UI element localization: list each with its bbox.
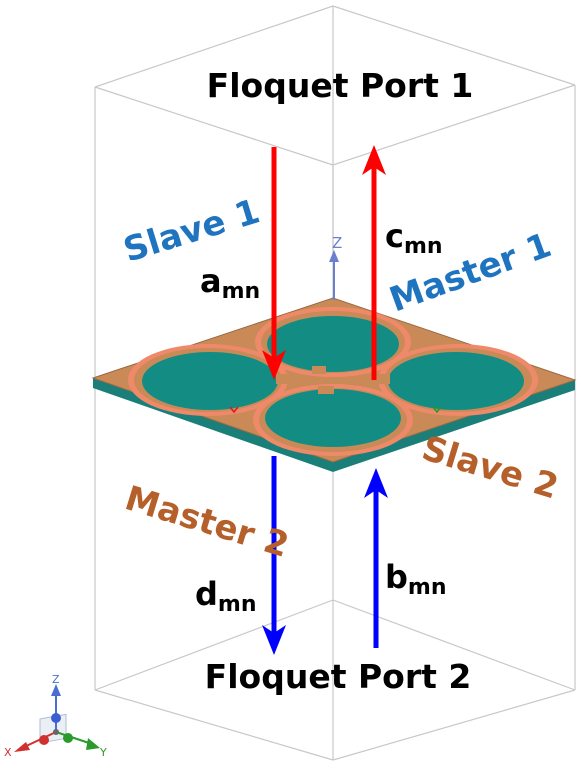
airbox-back-edges [94, 5, 576, 761]
z-axis-label: Z [332, 234, 342, 252]
d-mn-label: dmn [195, 575, 257, 617]
xyz-axis-triad-icon: Z X Y [4, 673, 107, 759]
corner-markers [229, 406, 442, 414]
z-axis-indicator: Z [329, 234, 342, 300]
arrow-a-incident [262, 147, 286, 380]
b-mn-label: bmn [385, 558, 447, 600]
triad-z-label: Z [52, 673, 60, 686]
slave-1-label: Slave 1 [119, 191, 264, 270]
triad-x-label: X [4, 746, 12, 759]
arrow-b-incident [364, 468, 388, 648]
patch-left [128, 344, 288, 416]
c-mn-label: cmn [385, 217, 443, 259]
patch-right [378, 344, 538, 416]
slave-2-label: Slave 2 [417, 428, 562, 507]
arrow-d-transmitted [262, 456, 286, 655]
master-2-label: Master 2 [120, 478, 293, 566]
patch-bottom [253, 384, 413, 456]
arrow-c-reflected [362, 145, 386, 380]
a-mn-label: amn [200, 262, 260, 304]
substrate [91, 297, 577, 472]
floquet-port-2-label: Floquet Port 2 [205, 657, 472, 696]
floquet-port-1-label: Floquet Port 1 [207, 66, 474, 105]
triad-y-label: Y [99, 746, 107, 759]
